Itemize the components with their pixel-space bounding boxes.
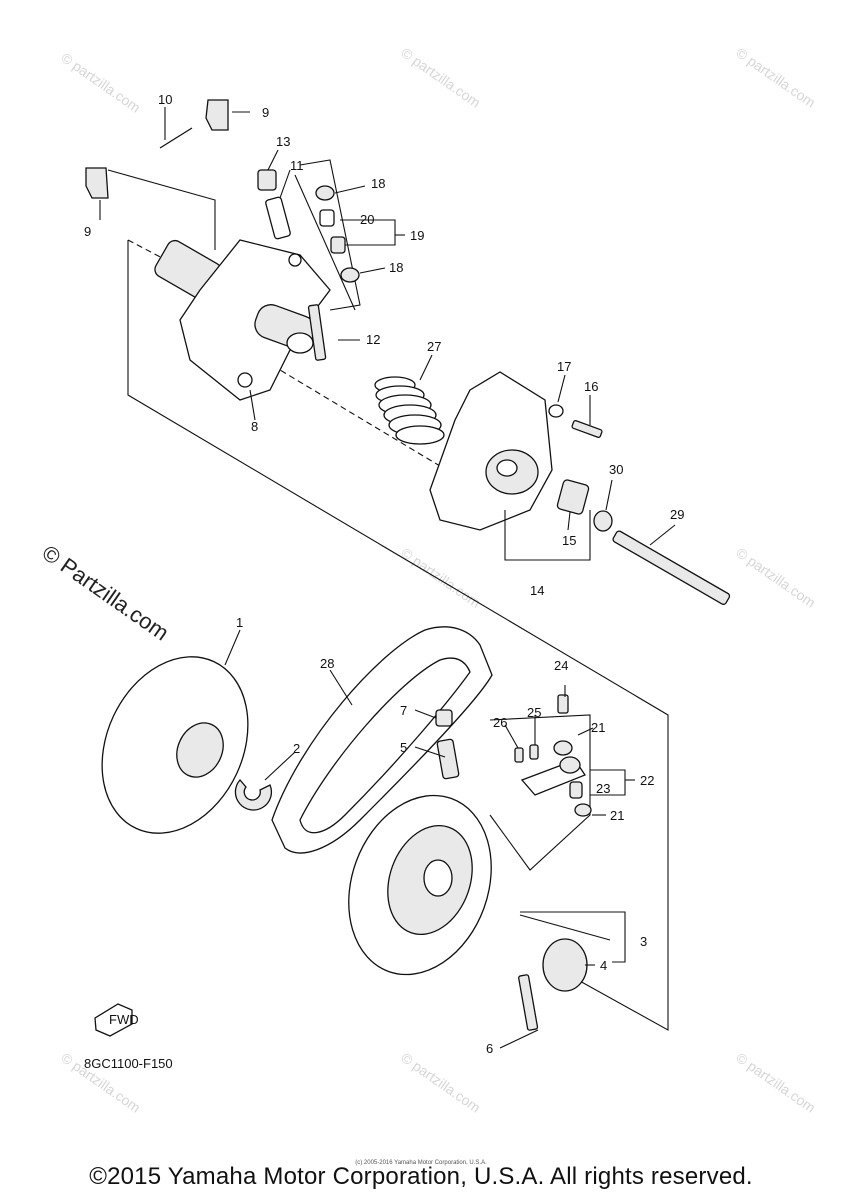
- callout-15: 15: [562, 533, 576, 548]
- callout-12: 12: [366, 332, 380, 347]
- washer-30: [593, 510, 613, 532]
- callout-13: 13: [276, 134, 290, 149]
- washer-21-top: [553, 740, 573, 756]
- belt-28: [271, 626, 493, 854]
- bushing-15: [556, 479, 590, 515]
- callout-19: 19: [410, 228, 424, 243]
- callout-29: 29: [670, 507, 684, 522]
- slider-9-left: [85, 167, 109, 199]
- sheave-bore: [176, 722, 224, 778]
- bushing-20: [319, 209, 335, 227]
- callout-14: 14: [530, 583, 544, 598]
- top-small-parts: [85, 99, 360, 361]
- callout-6: 6: [486, 1041, 493, 1056]
- callout-22: 22: [640, 773, 654, 788]
- watermark: © partzilla.com: [398, 544, 483, 610]
- watermark: © partzilla.com: [733, 1049, 818, 1115]
- secondary-sheave-3: [348, 709, 588, 1031]
- collar-11: [265, 196, 291, 240]
- collar-5: [436, 738, 460, 780]
- washer-17: [548, 404, 564, 418]
- watermark: © partzilla.com: [733, 44, 818, 110]
- cover-14: [429, 371, 731, 605]
- watermark: © partzilla.com: [398, 44, 483, 110]
- washer-18-bottom: [340, 267, 360, 283]
- callout-27: 27: [427, 339, 441, 354]
- callout-20: 20: [360, 212, 374, 227]
- watermark: © partzilla.com: [733, 544, 818, 610]
- callout-21-bottom: 21: [610, 808, 624, 823]
- bolt-12: [307, 304, 327, 361]
- callout-labels: 1 2 3 4 5 6 7 8 9 9 10 11 12 13 14 15 16…: [84, 92, 684, 1056]
- leader-lines: [99, 107, 676, 1049]
- pin-10: [159, 127, 193, 149]
- screw-24: [557, 694, 569, 714]
- bushing-19: [330, 236, 346, 254]
- spring-27: [374, 376, 445, 445]
- callout-11: 11: [290, 158, 304, 173]
- cover-plate: [429, 371, 553, 531]
- slider-9-top: [205, 99, 229, 131]
- callout-10: 10: [158, 92, 172, 107]
- bushing-23: [569, 781, 583, 799]
- arm-hole: [288, 253, 302, 267]
- callout-18-top: 18: [371, 176, 385, 191]
- callout-28: 28: [320, 656, 334, 671]
- callout-16: 16: [584, 379, 598, 394]
- watermark: © partzilla.com: [58, 49, 143, 115]
- sheave-outer: [101, 656, 249, 834]
- bracket-22: [514, 694, 592, 817]
- fwd-arrow-icon: FWD: [94, 1003, 139, 1037]
- callout-25: 25: [527, 705, 541, 720]
- nut-13: [257, 169, 277, 191]
- callout-3: 3: [640, 934, 647, 949]
- screw-25: [529, 744, 539, 760]
- callout-8: 8: [251, 419, 258, 434]
- callout-30: 30: [609, 462, 623, 477]
- callout-24: 24: [554, 658, 568, 673]
- collar-2: [234, 779, 273, 811]
- diagram-code: 8GC1100-F150: [84, 1056, 173, 1071]
- callout-21-top: 21: [591, 720, 605, 735]
- callout-7: 7: [400, 703, 407, 718]
- callout-26: 26: [493, 715, 507, 730]
- cover-bore: [496, 459, 518, 477]
- bolt-6: [518, 974, 539, 1031]
- tiny-notice: (c) 2005-2016 Yamaha Motor Corporation, …: [355, 1160, 487, 1166]
- washer-21-bottom: [574, 803, 592, 817]
- fwd-label: FWD: [109, 1012, 139, 1027]
- sheave-bore: [423, 859, 453, 897]
- bushing-4: [542, 938, 588, 992]
- callout-1: 1: [236, 615, 243, 630]
- copyright-footer: ©2015 Yamaha Motor Corporation, U.S.A. A…: [89, 1163, 753, 1190]
- belt-inner: [299, 657, 471, 834]
- callout-9-left: 9: [84, 224, 91, 239]
- callout-17: 17: [557, 359, 571, 374]
- hub-bore: [286, 332, 314, 354]
- roller-23: [559, 756, 581, 774]
- sheave-1: [101, 656, 273, 834]
- callout-2: 2: [293, 741, 300, 756]
- callout-9-top: 9: [262, 105, 269, 120]
- bolt-29: [612, 530, 731, 605]
- callout-5: 5: [400, 740, 407, 755]
- screw-26: [514, 747, 524, 763]
- callout-23: 23: [596, 781, 610, 796]
- secondary-sheave-hub: [154, 239, 331, 401]
- arm-hole: [237, 372, 253, 388]
- washer-18-top: [315, 185, 335, 201]
- nut-7: [435, 709, 453, 727]
- watermark: © partzilla.com: [398, 1049, 483, 1115]
- callout-4: 4: [600, 958, 607, 973]
- assembly-frame: [107, 159, 669, 1031]
- callout-18-bottom: 18: [389, 260, 403, 275]
- bolt-16: [571, 420, 603, 438]
